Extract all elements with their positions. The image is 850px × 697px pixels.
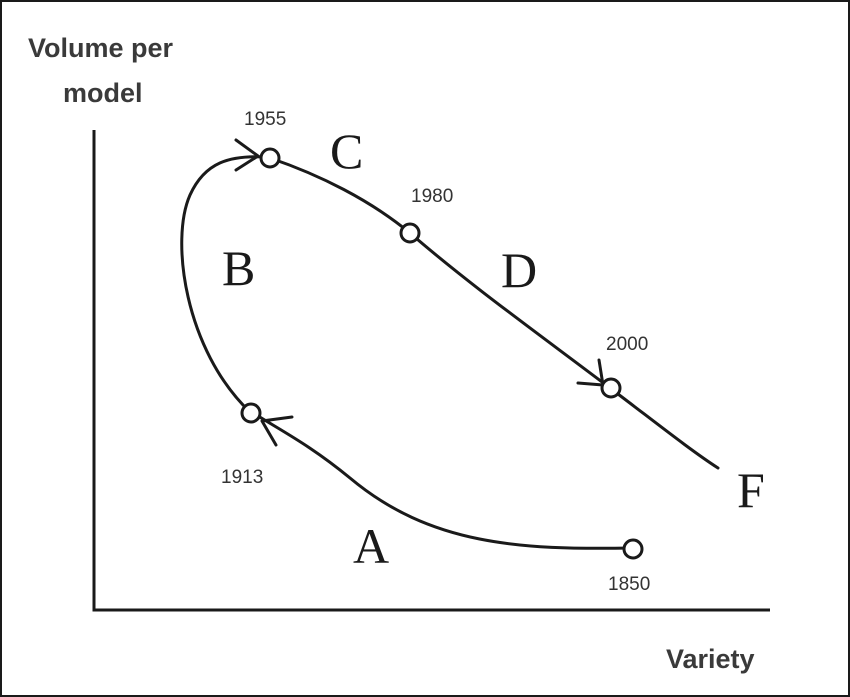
arrow-head-b [234,138,260,172]
y-axis-title-line-2: model [63,78,143,108]
arrow-head-a [260,415,294,447]
axes [92,130,770,612]
node-1850 [622,538,644,560]
phase-label-d: D [501,242,537,298]
node-1955 [259,147,281,169]
year-label-1980: 1980 [411,186,453,207]
phase-label-a: A [353,518,389,574]
node-1980 [399,222,421,244]
path-a-curve [253,412,634,550]
phase-label-b: B [222,240,255,296]
path-b-curve [180,155,268,414]
y-axis-title-line-1: Volume per [28,33,174,63]
year-label-1850: 1850 [608,574,650,595]
phase-label-c: C [330,123,363,179]
node-2000 [600,377,622,399]
year-label-2000: 2000 [606,334,648,355]
path-cdf-curve [268,156,720,470]
node-1913 [240,402,262,424]
phase-label-f: F [737,462,765,518]
year-label-1955: 1955 [244,109,286,130]
x-axis-title: Variety [666,644,755,674]
year-label-1913: 1913 [221,467,263,488]
